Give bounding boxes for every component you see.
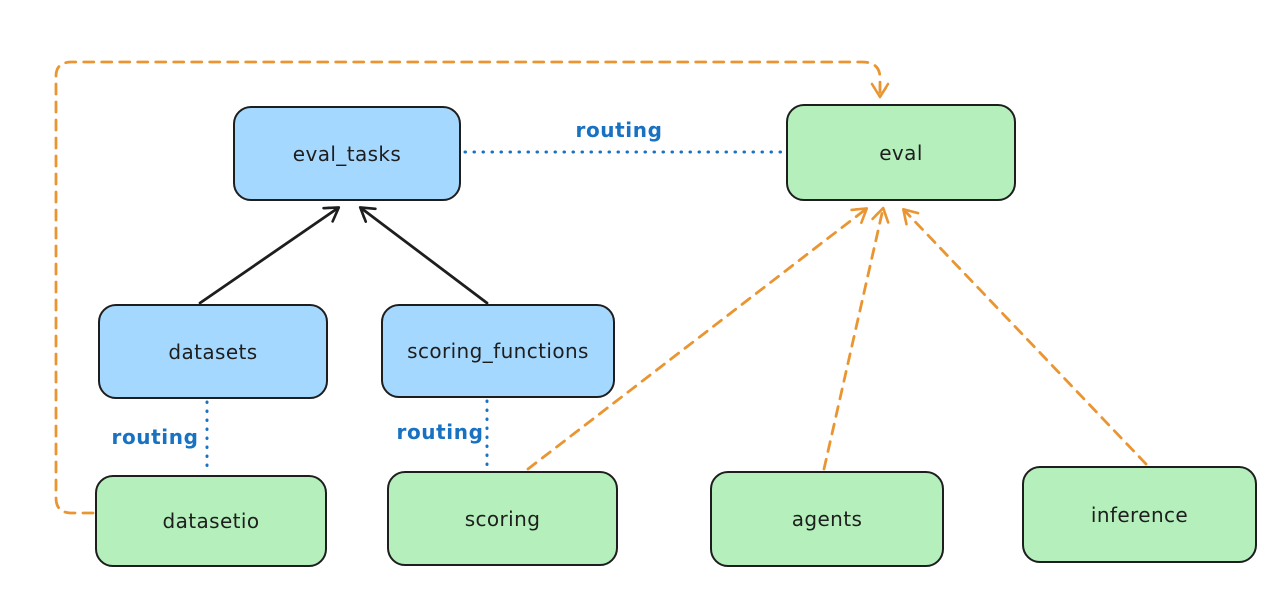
- node-eval: eval: [786, 104, 1016, 201]
- edge-scoring-to-eval: [526, 207, 869, 471]
- edge-datasets-to-eval-tasks: [198, 206, 341, 305]
- node-datasets-label: datasets: [168, 339, 258, 364]
- node-agents: agents: [710, 471, 944, 567]
- node-scoring-label: scoring: [464, 506, 541, 531]
- node-eval-tasks: eval_tasks: [233, 106, 461, 201]
- edge-label-routing-scoring-functions-scoring: routing: [396, 420, 484, 444]
- node-datasets: datasets: [98, 304, 328, 399]
- edge-label-routing-datasets-datasetio: routing: [111, 425, 199, 449]
- node-inference-label: inference: [1090, 502, 1189, 527]
- edge-datasetio-to-eval: [54, 60, 890, 515]
- node-scoring-functions: scoring_functions: [381, 304, 615, 398]
- edge-label-routing-eval-tasks-eval: routing: [575, 118, 663, 142]
- node-datasetio-label: datasetio: [162, 509, 260, 533]
- node-inference: inference: [1022, 466, 1257, 563]
- edge-agents-to-eval: [822, 206, 890, 471]
- node-eval-tasks-label: eval_tasks: [292, 141, 402, 166]
- edge-scoring-functions-to-eval-tasks: [358, 206, 489, 305]
- node-datasetio: datasetio: [95, 475, 327, 567]
- edge-inference-to-eval: [902, 207, 1148, 466]
- node-scoring: scoring: [387, 471, 618, 566]
- node-agents-label: agents: [791, 507, 863, 531]
- node-eval-label: eval: [879, 140, 923, 165]
- node-scoring-functions-label: scoring_functions: [407, 339, 589, 363]
